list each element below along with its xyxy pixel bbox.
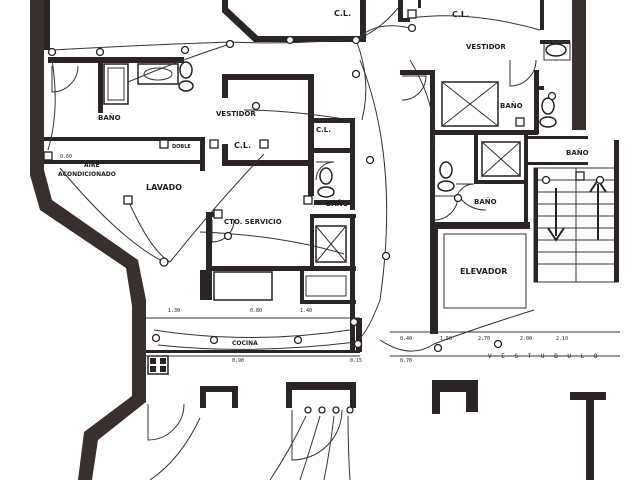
- label-cl-center: C.L.: [234, 141, 251, 150]
- label-cl-center2: C.L.: [316, 126, 331, 134]
- dim-140: 1.40: [300, 308, 312, 314]
- label-bano-stair: BAÑO: [474, 197, 497, 206]
- interior-walls: [44, 0, 588, 353]
- dim-080: 0.80: [250, 308, 262, 314]
- exterior-walls: [30, 0, 606, 480]
- dim-130: 1.30: [168, 308, 180, 314]
- dim-070: 0.70: [400, 358, 412, 364]
- dim-040: 0.40: [400, 336, 412, 342]
- electrical-symbols: [43, 9, 605, 414]
- dim-stair-letters: V E S T U B U L O: [488, 353, 600, 360]
- label-lavado: LAVADO: [146, 183, 182, 192]
- dim-090: 0.90: [232, 358, 244, 364]
- dim-200: 2.00: [520, 336, 532, 342]
- dim-015: 0.15: [350, 358, 362, 364]
- room-labels: C.L. C.L. VESTIDOR BAÑO VESTIDOR C.L. C.…: [58, 9, 589, 347]
- dim-210: 2.10: [556, 336, 568, 342]
- label-aire-line2: ACONDICIONADO: [58, 171, 116, 178]
- label-cl-top-right: C.L.: [452, 10, 469, 19]
- dim-060: 0.60: [60, 154, 72, 160]
- dim-150: 1.50: [440, 336, 452, 342]
- dim-270: 2.70: [478, 336, 490, 342]
- electrical-wiring: [47, 7, 541, 480]
- fixtures: [103, 41, 619, 375]
- label-bano-left: BAÑO: [98, 113, 121, 122]
- label-bano-lower-right: BAÑO: [566, 148, 589, 157]
- label-aire-line1: AIRE: [84, 162, 100, 169]
- label-cto-servicio: CTO. SERVICIO: [224, 218, 282, 226]
- label-doble: DOBLE: [172, 144, 191, 150]
- label-elevador: ELEVADOR: [460, 267, 507, 276]
- label-vestidor-center: VESTIDOR: [216, 110, 256, 118]
- label-bano-right: BAÑO: [500, 101, 523, 110]
- label-cl-top: C.L.: [334, 9, 351, 18]
- label-cocina: COCINA: [232, 340, 258, 347]
- label-bano-service: BAÑO: [326, 199, 349, 208]
- dimension-strings: 0.90 0.15 0.70 2.70 2.00 2.10 0.60 1.30 …: [60, 154, 620, 364]
- label-vestidor-right: VESTIDOR: [466, 43, 506, 51]
